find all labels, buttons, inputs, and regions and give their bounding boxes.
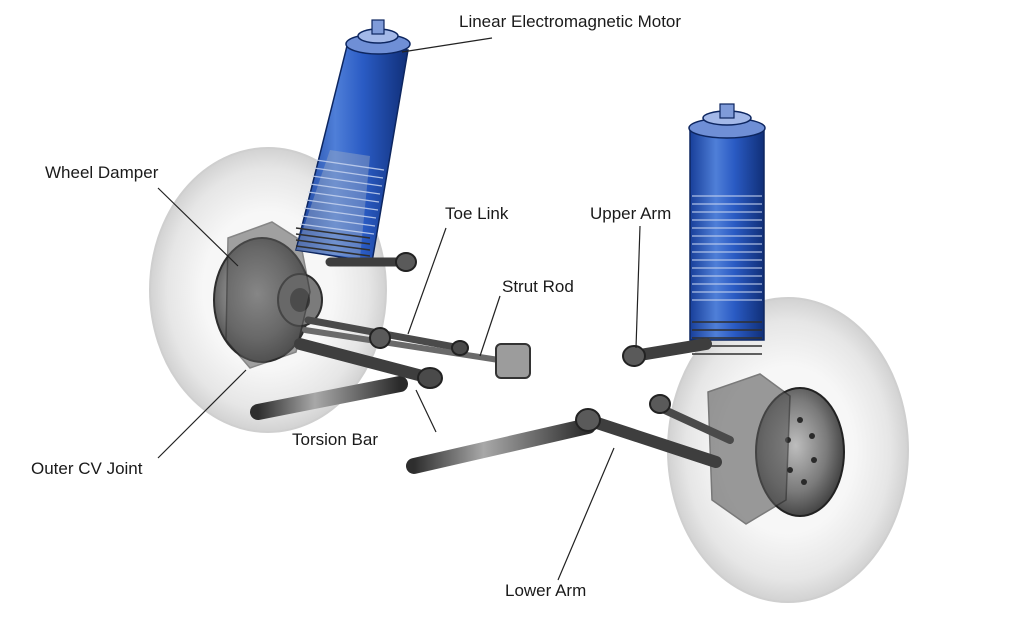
leader-torsion-bar — [415, 389, 437, 433]
label-strut-rod: Strut Rod — [502, 277, 574, 296]
right-linear-motor — [688, 103, 766, 355]
label-wheel-damper: Wheel Damper — [45, 163, 159, 182]
label-outer-cv-joint: Outer CV Joint — [31, 459, 143, 478]
leader-toe-link — [407, 227, 447, 335]
leader-upper-arm — [635, 225, 641, 349]
leader-strut-rod — [479, 295, 501, 357]
right-wheel-assembly — [406, 103, 909, 603]
left-wheel-assembly — [149, 19, 531, 433]
right-linkages — [406, 338, 734, 474]
label-linear-electromagnetic-motor: Linear Electromagnetic Motor — [459, 12, 682, 31]
leader-linear-motor — [401, 37, 493, 53]
label-torsion-bar: Torsion Bar — [292, 430, 378, 449]
leader-lower-arm — [557, 447, 615, 581]
label-lower-arm: Lower Arm — [505, 581, 587, 600]
left-linear-motor — [295, 19, 411, 263]
leader-lines — [157, 37, 641, 581]
label-toe-link: Toe Link — [445, 204, 509, 223]
label-upper-arm: Upper Arm — [590, 204, 672, 223]
leader-wheel-damper — [157, 187, 239, 267]
leader-outer-cv-joint — [157, 369, 247, 459]
left-linkages — [250, 252, 531, 420]
